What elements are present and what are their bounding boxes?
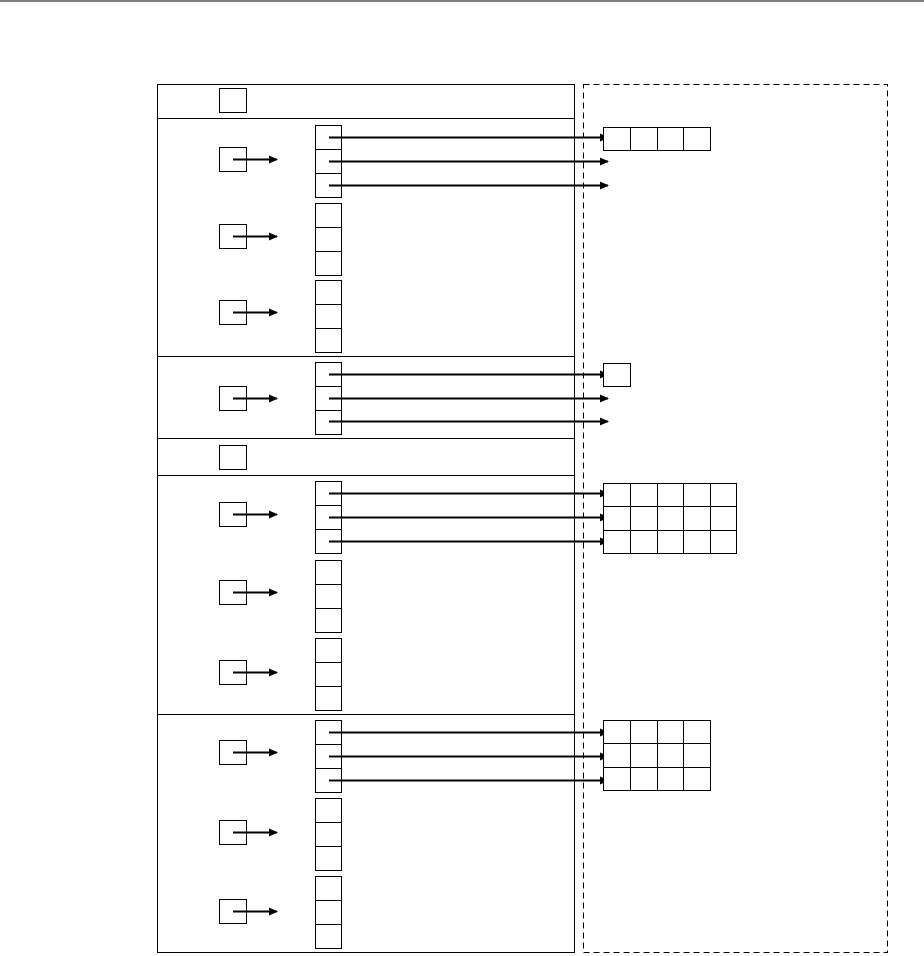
row-pointer-cell xyxy=(316,799,342,823)
row-pointer-cell xyxy=(316,252,342,276)
heap-array-3x4 xyxy=(604,721,711,791)
heap-arrows xyxy=(329,138,608,781)
row-pointer-cell xyxy=(316,877,342,901)
heap-array-1x4 xyxy=(604,128,711,151)
row-pointer-cell xyxy=(316,204,342,228)
row-pointer-columns xyxy=(316,126,342,949)
row-pointer-cell xyxy=(316,609,342,633)
heap-cell xyxy=(631,128,658,151)
row-pointer-cell xyxy=(316,639,342,663)
row-pointer-cell xyxy=(316,663,342,687)
row-pointer-cell xyxy=(316,687,342,711)
heap-cell xyxy=(684,128,711,151)
scalar-cell xyxy=(220,446,247,470)
row-pointer-cell xyxy=(316,228,342,252)
row-pointer-cell xyxy=(316,585,342,609)
heap-array-3x5 xyxy=(604,484,737,554)
heap-cell xyxy=(604,128,631,151)
row-pointer-cell xyxy=(316,561,342,585)
row-pointer-cell xyxy=(316,901,342,925)
row-pointer-cell xyxy=(316,281,342,305)
row-pointer-cell xyxy=(316,925,342,949)
row-pointer-cell xyxy=(316,305,342,329)
row-pointer-cell xyxy=(316,847,342,871)
scalar-cell xyxy=(220,89,247,113)
heap-cell xyxy=(604,364,631,387)
row-pointer-cell xyxy=(316,329,342,353)
row-pointer-cell xyxy=(316,823,342,847)
pointer-cells xyxy=(220,148,278,924)
heap-grid-border xyxy=(604,484,737,554)
heap-array-1x1 xyxy=(604,364,631,387)
heap-cell xyxy=(658,128,684,151)
